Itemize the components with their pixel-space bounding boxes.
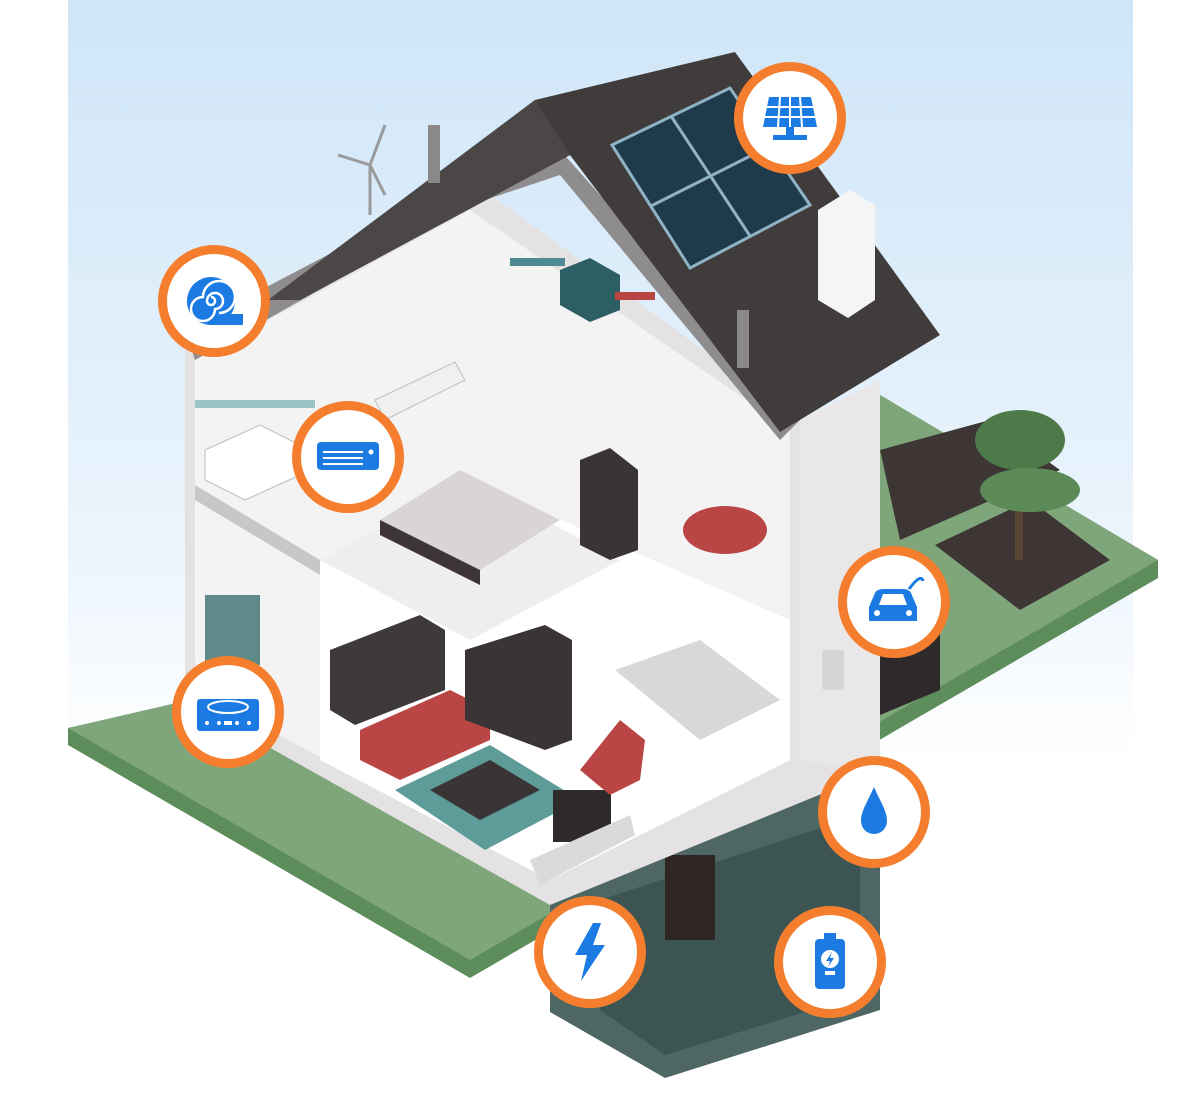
ev-charging-badge[interactable] [838,546,950,658]
water-badge[interactable] [818,756,930,868]
electric-car-icon [869,576,925,621]
battery-icon [815,933,845,989]
solar-panel-badge[interactable] [734,62,846,174]
garden [880,410,1110,610]
house-body [185,180,940,905]
air-conditioner-icon [317,442,379,470]
induction-cooktop-icon [197,699,259,731]
air-conditioner-badge[interactable] [292,401,404,513]
insulation-roll-icon [187,277,243,325]
induction-cooktop-badge[interactable] [172,656,284,768]
water-drop-icon [861,787,887,834]
lightning-bolt-icon [575,923,605,981]
battery-badge[interactable] [774,906,886,1018]
electricity-badge[interactable] [534,896,646,1008]
solar-panel-icon [763,96,817,140]
insulation-badge[interactable] [158,245,270,357]
